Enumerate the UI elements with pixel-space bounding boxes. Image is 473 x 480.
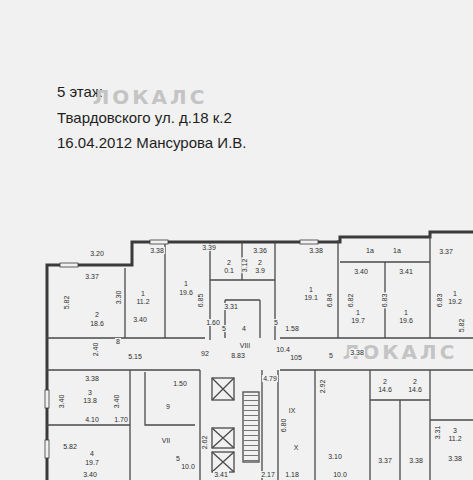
dimension-text: 10.4 [275,346,291,353]
dimension-text: 3.37 [84,273,100,280]
dimension-text: 92 [200,350,210,357]
dimension-text: 5.82 [62,443,78,450]
dimension-text: 3.9 [254,267,266,274]
dimension-text: 19.6 [398,317,414,324]
dimension-text: 2.92 [320,378,327,394]
dimension-text: 6.83 [437,292,444,308]
dimension-text: 3.20 [89,250,105,257]
dimension-text: X [293,444,300,451]
dimension-text: 5 [273,319,279,326]
dimension-text: 19.6 [178,289,194,296]
dimension-text: 3.41 [213,471,229,478]
dimension-text: 14.6 [407,386,423,393]
dimension-text: VIII [239,342,252,349]
dimension-text: 3.10 [327,453,343,460]
dimension-text: 1 [140,290,146,297]
dimension-text: 1.18 [284,471,300,478]
dimension-text: 3.37 [438,248,454,255]
dimension-text: 3.38 [447,455,463,462]
dimension-text: 3.30 [116,289,123,305]
dimension-text: 19.2 [447,298,463,305]
dimension-text: 3.38 [308,247,324,254]
dimension-text: 4.79 [262,375,278,382]
dimension-text: 2 [382,378,388,385]
dimension-text: 1a [392,247,402,254]
dimension-text: 5.82 [459,317,466,333]
dimension-text: 3.38 [84,375,100,382]
dimension-text: 2 [257,259,263,266]
dimension-text: 6.82 [348,292,355,308]
dimension-text: 2 [412,378,418,385]
dimension-text: 1a [365,247,375,254]
dimension-text: 4 [89,450,95,457]
dimension-text: 3.38 [408,457,424,464]
dimension-text: 5 [221,325,227,332]
dimension-text: 0.1 [223,267,235,274]
dimension-text: 9 [165,403,171,410]
dimension-text: 6.85 [198,292,205,308]
dimension-text: 8 [115,338,121,345]
dimension-text: 3.38 [349,349,365,356]
dimension-text: 14.6 [377,386,393,393]
dimension-text: 18.6 [89,320,105,327]
dimension-text: 3.39 [201,244,217,251]
dimension-text: 11.2 [135,298,150,305]
dimension-text: 3.40 [82,471,98,478]
dimension-text: 3.40 [353,268,369,275]
dimension-text: 5 [328,352,334,359]
address-line: 16.04.2012 Мансурова И.В. [57,135,246,150]
dimension-text: 10.0 [332,471,348,478]
dimension-text: 4 [241,325,247,332]
dimension-text: 5.82 [64,294,71,310]
dimension-text: 5 [175,455,181,462]
dimension-text: 3.40 [114,393,121,409]
dimension-text: 3.38 [149,247,165,254]
dimension-text: 3.31 [223,303,239,310]
dimension-text: 1 [452,290,458,297]
dimension-text: 3.41 [398,268,414,275]
dimension-text: 5.15 [127,353,143,360]
dimension-text: 1.70 [113,416,129,423]
dimension-text: 1 [355,309,361,316]
dimension-text: 4.10 [84,416,100,423]
dimension-text: 8.83 [230,352,246,359]
dimension-text: 3.36 [252,247,268,254]
address-line: Твардовского ул. д.18 к.2 [57,110,232,125]
dimension-text: 3.40 [59,393,66,409]
dimension-text: 6.84 [327,292,334,308]
dimension-text: 3 [452,427,458,434]
dimension-text: VII [161,437,172,444]
dimension-text: 3.37 [377,457,393,464]
dimension-text: 19.1 [303,294,319,301]
dimension-text: 1.60 [205,319,221,326]
dimension-text: 3.12 [242,257,249,273]
dimension-text: 19.7 [84,459,100,466]
dimension-text: 6.83 [382,292,389,308]
watermark: ЛОКАЛС [93,87,208,107]
dimension-text: 1 [183,280,189,287]
dimension-text: 6.80 [281,417,288,433]
dimension-text: 13.8 [82,397,98,404]
dimension-text: 1 [308,286,314,293]
dimension-text: IX [288,407,297,414]
dimension-text: 11.2 [447,435,462,442]
dimension-text: 2.62 [202,434,209,450]
dimension-text: 1.50 [172,380,188,387]
dimension-text: 19.7 [350,317,366,324]
dimension-text: 1 [403,309,409,316]
dimension-text: 10.0 [180,463,196,470]
dimension-text: 2.40 [93,341,100,357]
dimension-text: 3.40 [132,316,148,323]
dimension-text: 3 [87,389,93,396]
dimension-text: 1.58 [284,325,300,332]
dimension-text: 2.17 [260,471,276,478]
dimension-text: 2 [94,311,100,318]
dimension-text: 3.31 [435,424,442,440]
dimension-text: 2 [226,259,232,266]
dimension-text: 105 [289,354,303,361]
